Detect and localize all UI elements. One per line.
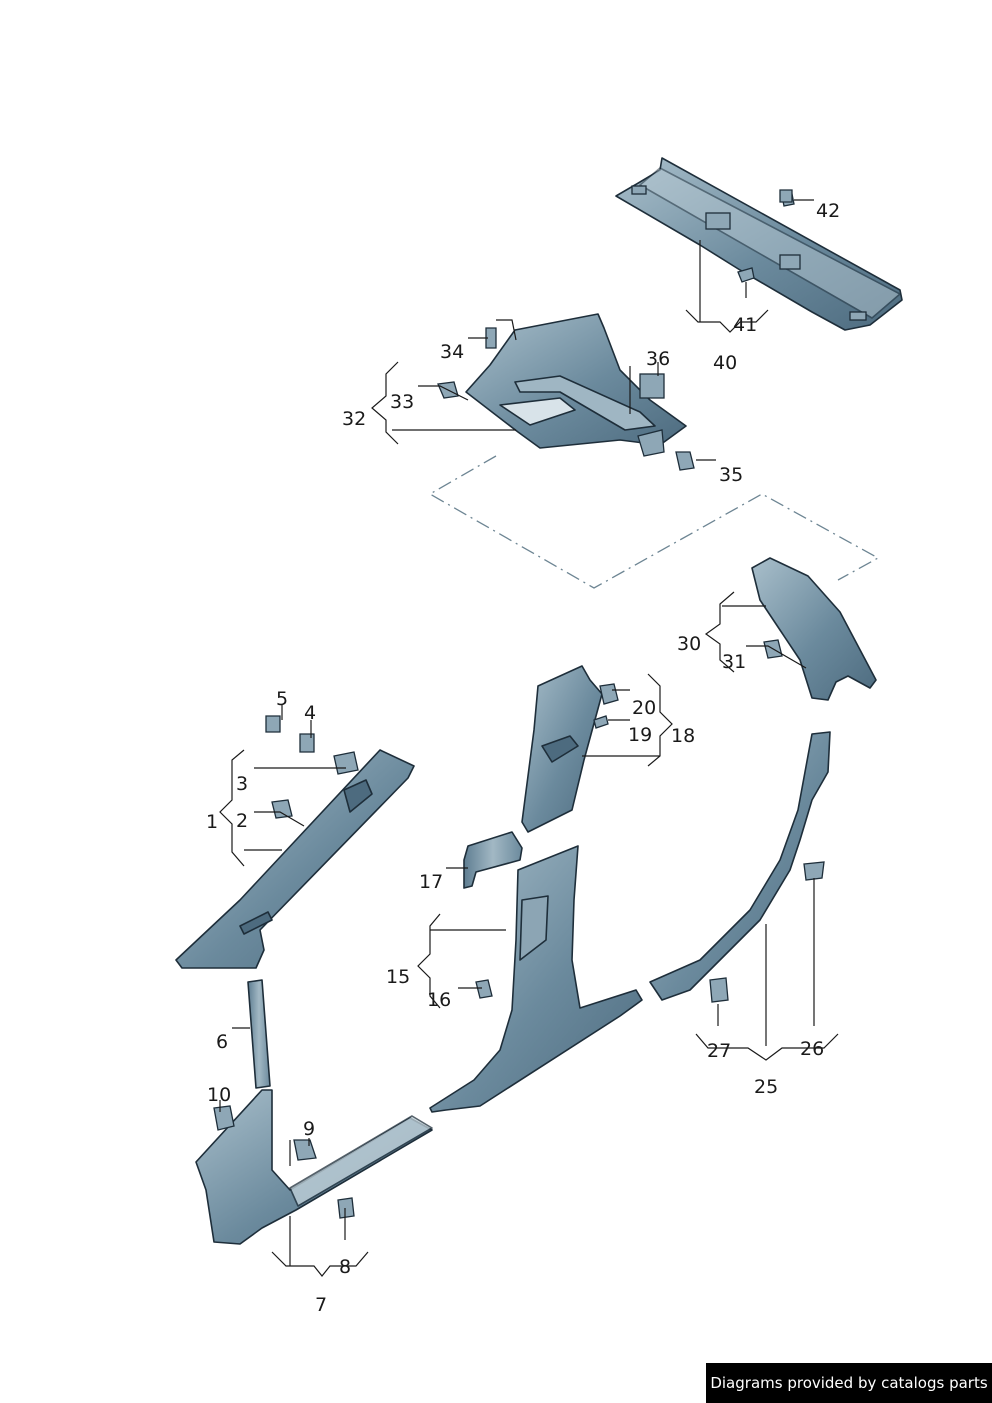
part-6-strip bbox=[247, 979, 271, 1089]
label-8: 8 bbox=[339, 1256, 351, 1278]
label-1: 1 bbox=[206, 811, 218, 833]
part-15-b-pillar-lower bbox=[429, 845, 643, 1113]
label-26: 26 bbox=[800, 1038, 824, 1060]
footer-credit: Diagrams provided by catalogs parts bbox=[706, 1363, 992, 1403]
label-7: 7 bbox=[315, 1294, 327, 1316]
label-5: 5 bbox=[276, 688, 288, 710]
label-4: 4 bbox=[304, 702, 316, 724]
part-1-a-pillar bbox=[175, 715, 415, 969]
label-41: 41 bbox=[733, 314, 757, 336]
label-18: 18 bbox=[671, 725, 695, 747]
label-36: 36 bbox=[646, 348, 670, 370]
part-30-rear-pillar bbox=[751, 557, 877, 701]
label-40: 40 bbox=[713, 352, 737, 374]
part-17-bracket bbox=[463, 831, 523, 889]
label-19: 19 bbox=[628, 724, 652, 746]
part-40-rear-panel bbox=[615, 157, 903, 331]
label-42: 42 bbox=[816, 200, 840, 222]
label-15: 15 bbox=[386, 966, 410, 988]
part-7-sill-kickpanel bbox=[195, 1089, 433, 1245]
label-17: 17 bbox=[419, 871, 443, 893]
part-25-rear-sill bbox=[649, 731, 831, 1003]
label-30: 30 bbox=[677, 633, 701, 655]
label-34: 34 bbox=[440, 341, 464, 363]
part-labels: 1 2 3 4 5 6 7 8 9 10 15 16 17 18 19 20 2… bbox=[206, 200, 840, 1316]
fasteners bbox=[437, 189, 793, 471]
label-31: 31 bbox=[722, 651, 746, 673]
part-18-b-pillar-upper bbox=[521, 665, 619, 833]
label-6: 6 bbox=[216, 1031, 228, 1053]
reference-line-upper bbox=[428, 455, 880, 589]
label-9: 9 bbox=[303, 1118, 315, 1140]
label-25: 25 bbox=[754, 1076, 778, 1098]
label-33: 33 bbox=[390, 391, 414, 413]
label-10: 10 bbox=[207, 1084, 231, 1106]
label-16: 16 bbox=[427, 989, 451, 1011]
leader-lines bbox=[219, 199, 839, 1277]
label-32: 32 bbox=[342, 408, 366, 430]
label-27: 27 bbox=[707, 1040, 731, 1062]
label-2: 2 bbox=[236, 810, 248, 832]
label-3: 3 bbox=[236, 773, 248, 795]
label-20: 20 bbox=[632, 697, 656, 719]
part-32-pillar-trim bbox=[465, 313, 687, 457]
label-35: 35 bbox=[719, 464, 743, 486]
